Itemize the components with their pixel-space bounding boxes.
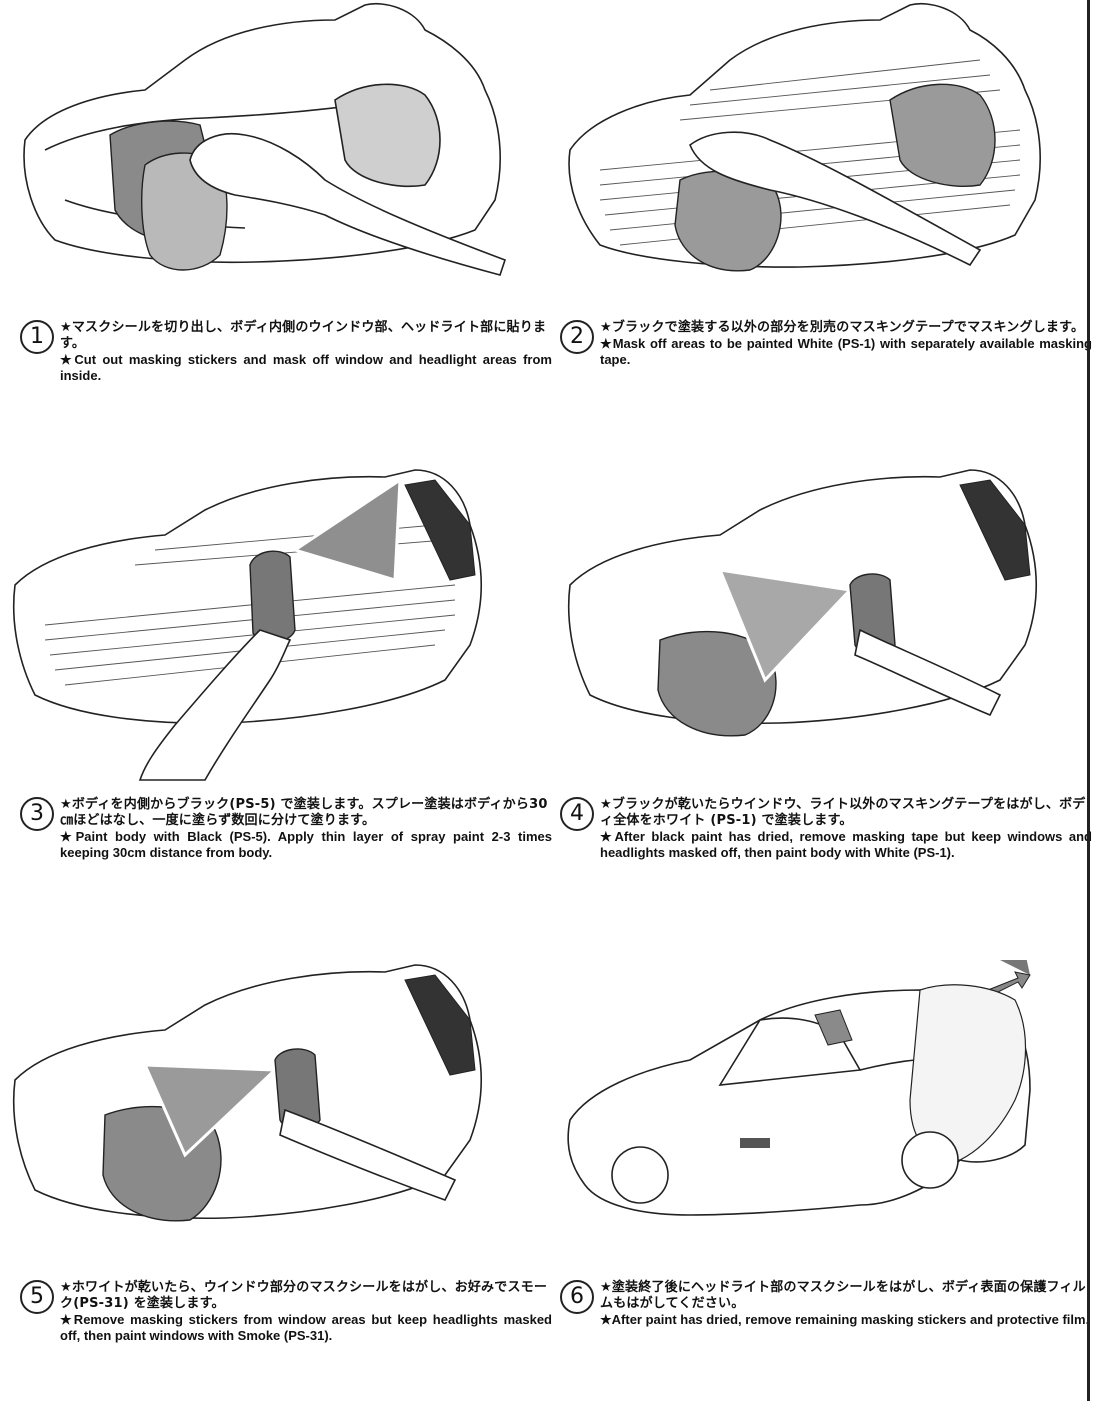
- page-edge-rule: [1087, 0, 1090, 1401]
- step-4-jp-text: ★ブラックが乾いたらウインドウ、ライト以外のマスキングテープをはがし、ボディ全体…: [600, 797, 1092, 829]
- step-1-jp-text: ★マスクシールを切り出し、ボディ内側のウインドウ部、ヘッドライト部に貼ります。: [60, 320, 552, 352]
- step-3-illustration: [5, 455, 535, 785]
- step-4-number: 4: [560, 797, 594, 831]
- step-1-number: 1: [20, 320, 54, 354]
- step-6-illustration: [560, 960, 1060, 1245]
- step-3-jp-text: ★ボディを内側からブラック(PS-5) で塗装します。スプレー塗装はボディから3…: [60, 797, 552, 829]
- step-2-en-text: ★Mask off areas to be painted White (PS-…: [600, 336, 1092, 368]
- step-4-en-text: ★After black paint has dried, remove mas…: [600, 829, 1092, 861]
- step-2-illustration: [560, 0, 1060, 300]
- step-5-illustration: [5, 950, 535, 1245]
- step-6-en-text: ★After paint has dried, remove remaining…: [600, 1312, 1092, 1328]
- step-5-en-text: ★Remove masking stickers from window are…: [60, 1312, 552, 1344]
- step-6-jp-text: ★塗装終了後にヘッドライト部のマスクシールをはがし、ボディ表面の保護フィルムもは…: [600, 1280, 1092, 1312]
- step-3-number: 3: [20, 797, 54, 831]
- step-2-jp-text: ★ブラックで塗装する以外の部分を別売のマスキングテープでマスキングします。: [600, 320, 1092, 336]
- step-1-illustration: [5, 0, 535, 300]
- step-6-number: 6: [560, 1280, 594, 1314]
- step-3-en-text: ★Paint body with Black (PS-5). Apply thi…: [60, 829, 552, 861]
- step-4-illustration: [560, 455, 1060, 755]
- step-5-number: 5: [20, 1280, 54, 1314]
- step-2-number: 2: [560, 320, 594, 354]
- step-1-en-text: ★Cut out masking stickers and mask off w…: [60, 352, 552, 384]
- step-5-jp-text: ★ホワイトが乾いたら、ウインドウ部分のマスクシールをはがし、お好みでスモーク(P…: [60, 1280, 552, 1312]
